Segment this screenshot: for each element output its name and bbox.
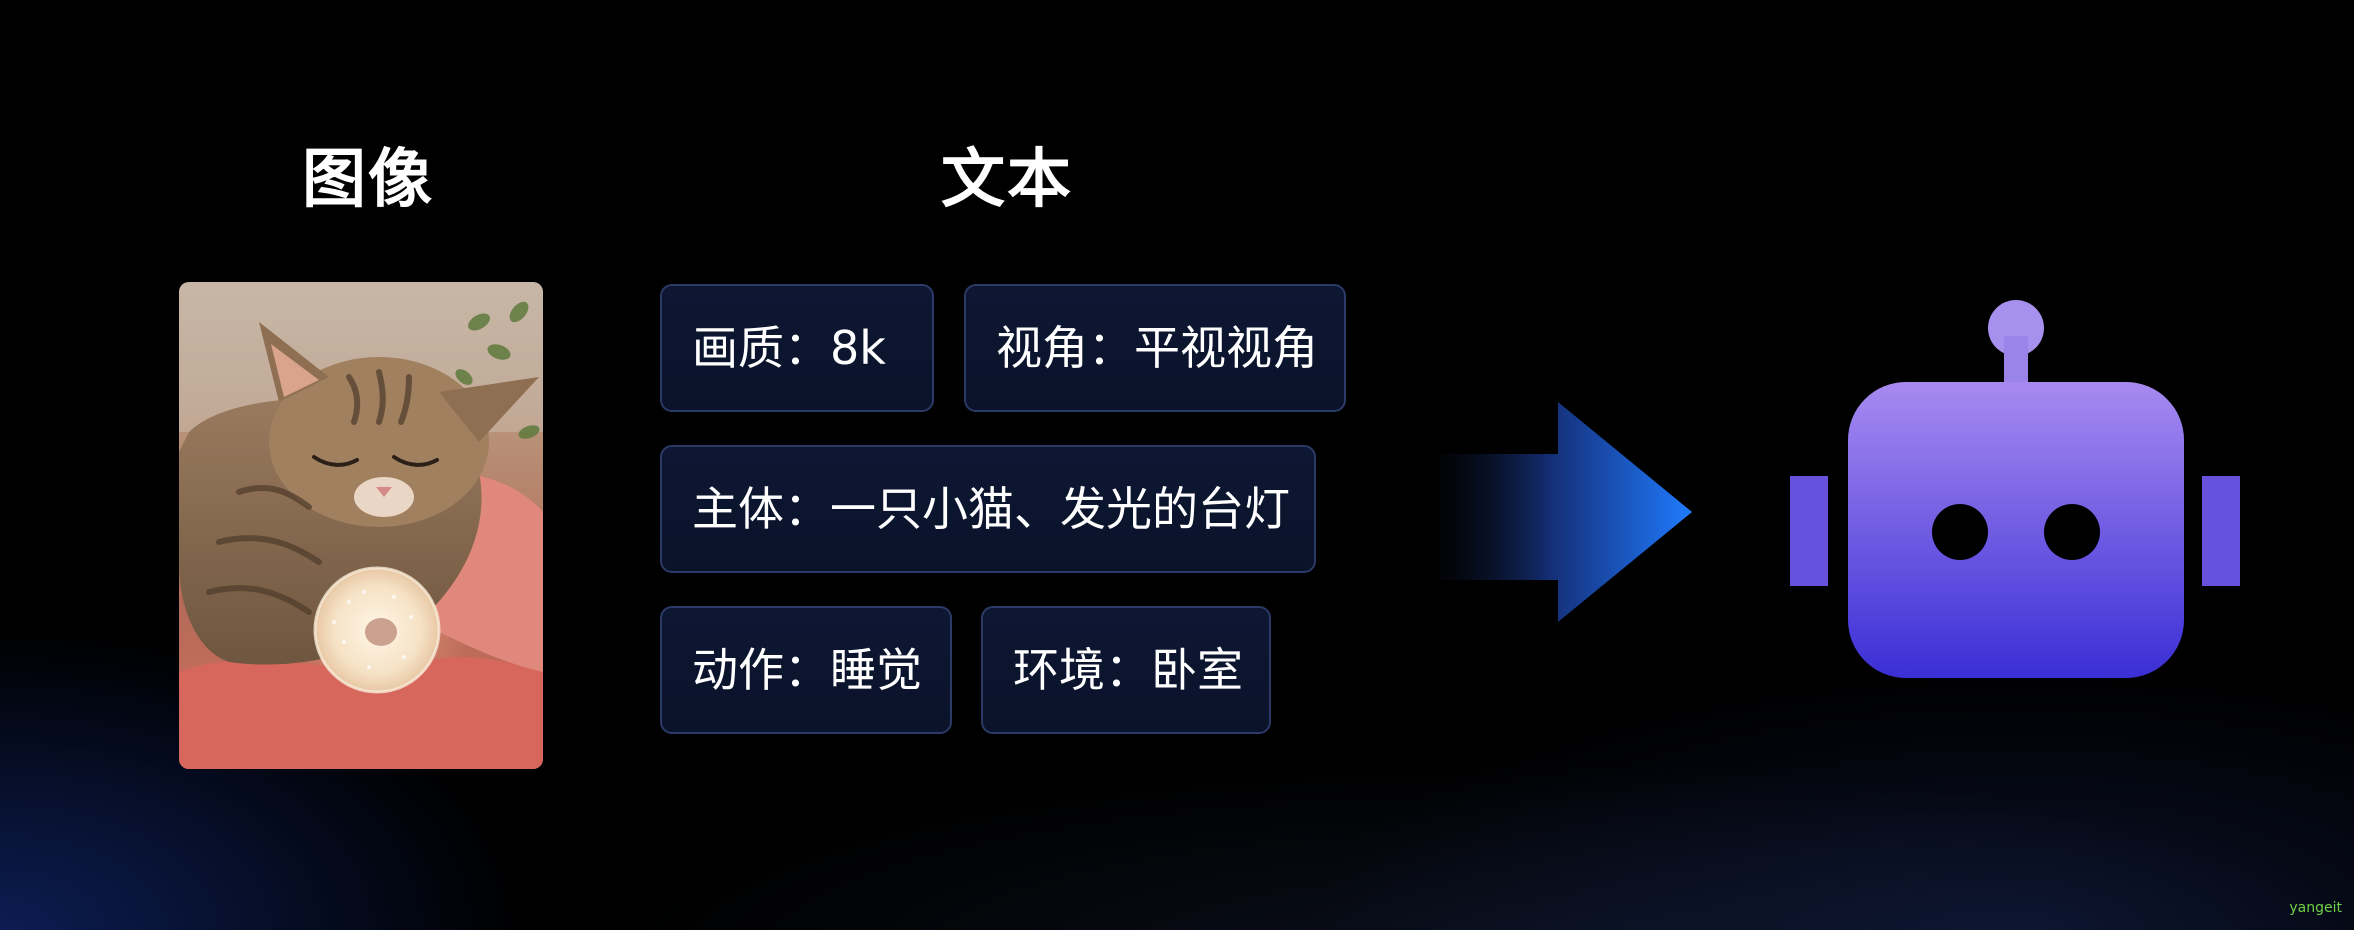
tag-quality: 画质：8k [660,284,934,412]
tag-subject: 主体：一只小猫、发光的台灯 [660,445,1316,573]
text-section-title: 文本 [941,143,1073,217]
right-arrow-icon [1440,402,1692,622]
watermark: yangeit [2289,900,2342,916]
image-section-title: 图像 [302,143,434,217]
cat-illustration [179,282,543,769]
cat-photo [179,282,543,769]
tag-perspective: 视角：平视视角 [964,284,1346,412]
tag-environment: 环境：卧室 [981,606,1271,734]
robot-icon [1790,300,2240,678]
tag-action: 动作：睡觉 [660,606,952,734]
